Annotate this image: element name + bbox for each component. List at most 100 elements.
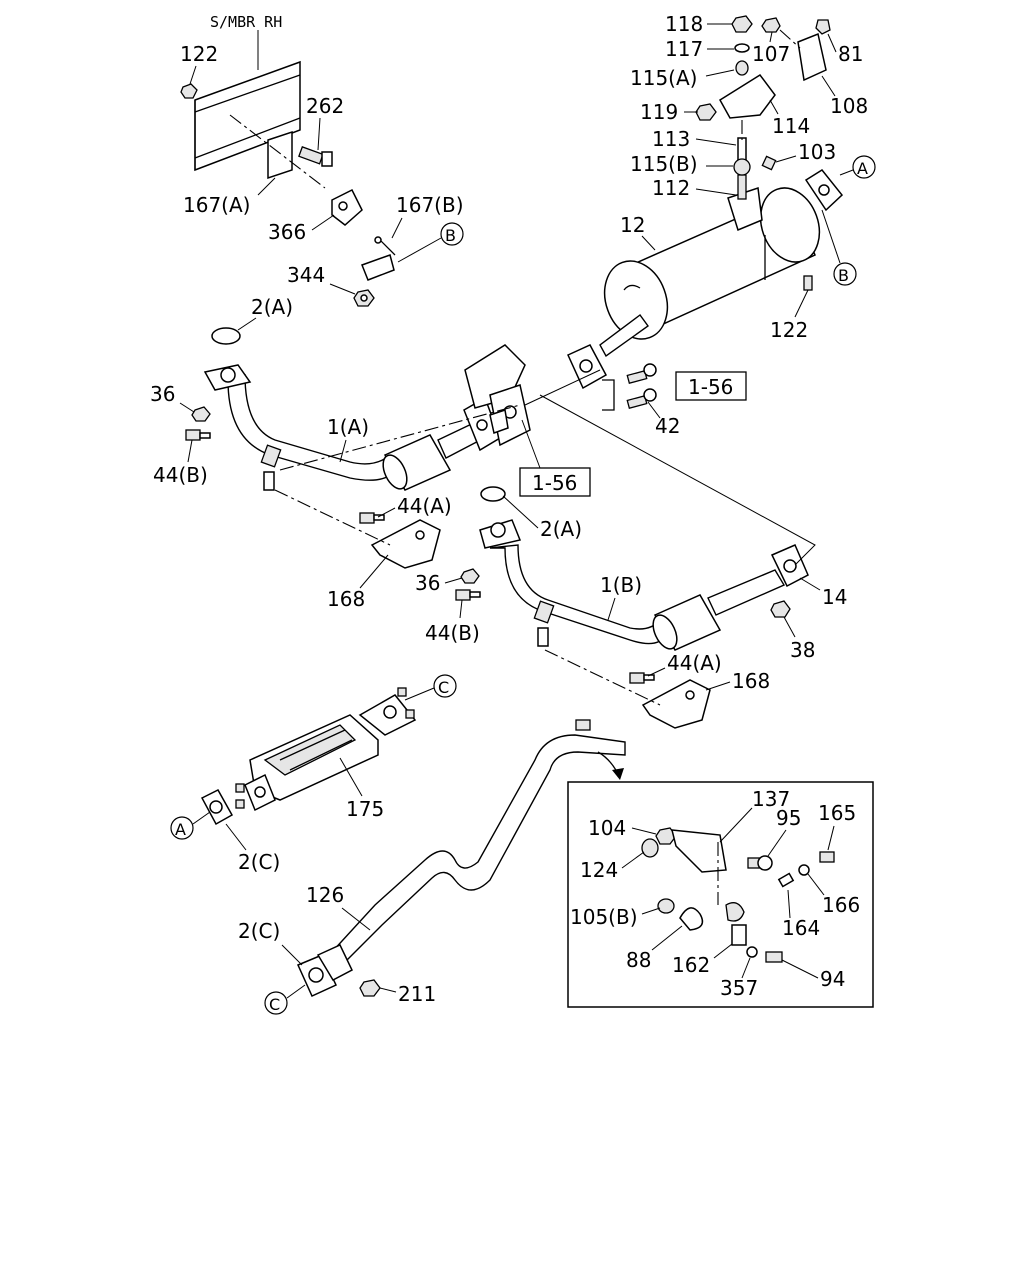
callout-124: 124 — [580, 858, 618, 882]
ref-box-2: 1-56 — [519, 419, 591, 497]
callout-211: 211 — [398, 982, 436, 1006]
detail-box — [567, 781, 874, 1008]
callout-38: 38 — [790, 638, 815, 662]
callout-107: 107 — [752, 42, 790, 66]
callout-112: 112 — [652, 176, 690, 200]
callout-108: 108 — [830, 94, 868, 118]
callout-168-mid: 168 — [732, 669, 770, 693]
callout-165: 165 — [818, 801, 856, 825]
nut-122-top — [180, 83, 198, 99]
svg-text:1-56: 1-56 — [532, 471, 577, 495]
muffler-12 — [567, 174, 821, 390]
svg-text:1-56: 1-56 — [688, 375, 733, 399]
callout-44a-mid: 44(A) — [667, 651, 722, 675]
catalyst-175 — [235, 687, 417, 812]
nut-36-top — [191, 406, 211, 422]
callout-2c-left: 2(C) — [238, 850, 280, 874]
callout-1a: 1(A) — [327, 415, 369, 439]
bolt-44b-top — [185, 429, 211, 441]
callout-1b: 1(B) — [600, 573, 642, 597]
svg-text:C: C — [269, 995, 280, 1014]
callout-2a-mid: 2(A) — [540, 517, 582, 541]
callout-122-right: 122 — [770, 318, 808, 342]
hanger-bracket-167b — [361, 236, 396, 281]
bolt-44b-mid — [455, 589, 481, 601]
bolt-122-right — [803, 275, 813, 291]
callout-44b-top: 44(B) — [153, 463, 208, 487]
callouts: 118 117 107 81 115(A) 108 119 114 113 11… — [150, 12, 868, 1006]
callout-104: 104 — [588, 816, 626, 840]
callout-12: 12 — [620, 213, 645, 237]
nut-36-mid — [460, 568, 480, 584]
callout-36-top: 36 — [150, 382, 175, 406]
callout-167a: 167(A) — [183, 193, 250, 217]
callout-118: 118 — [665, 12, 703, 36]
svg-text:C: C — [438, 678, 449, 697]
circle-ref-c-top: C — [404, 674, 457, 701]
callout-175: 175 — [346, 797, 384, 821]
frame-side-member — [194, 30, 301, 172]
callout-95: 95 — [776, 806, 801, 830]
callout-113: 113 — [652, 127, 690, 151]
nut-344 — [353, 289, 375, 307]
gasket-2c-left — [200, 789, 234, 826]
circle-ref-b-right: B — [821, 209, 857, 286]
circle-ref-a-top: A — [839, 155, 876, 179]
callout-105b: 105(B) — [570, 905, 638, 929]
center-pipe-126 — [296, 719, 626, 997]
callout-115a: 115(A) — [630, 66, 697, 90]
nut-211 — [359, 979, 381, 997]
callout-94: 94 — [820, 967, 845, 991]
svg-text:A: A — [175, 820, 186, 839]
connector-lines — [279, 369, 816, 566]
frame-label: S/MBR RH — [210, 13, 282, 31]
muffler-hanger-hardware — [695, 15, 831, 176]
callout-344: 344 — [287, 263, 325, 287]
callout-164: 164 — [782, 916, 820, 940]
callout-262: 262 — [306, 94, 344, 118]
callout-36-mid: 36 — [415, 571, 440, 595]
detail-arrow-head — [612, 768, 624, 780]
hanger-bracket-167a — [229, 114, 326, 189]
bolt-44a-top — [359, 512, 385, 524]
callout-122-top: 122 — [180, 42, 218, 66]
callout-2a-top: 2(A) — [251, 295, 293, 319]
bracket-168-mid — [544, 649, 711, 729]
front-pipe-1a — [203, 327, 501, 491]
svg-text:B: B — [445, 226, 456, 245]
ref-box-1: 1-56 — [675, 371, 747, 401]
callout-168-top: 168 — [327, 587, 365, 611]
callout-126: 126 — [306, 883, 344, 907]
callout-366: 366 — [268, 220, 306, 244]
bracket-168-top — [274, 489, 441, 569]
bolts-42 — [602, 363, 657, 411]
circle-ref-b-left: B — [397, 222, 464, 263]
rubber-mount-366 — [331, 188, 363, 226]
circle-ref-c-bottom: C — [264, 984, 306, 1015]
callout-88: 88 — [626, 948, 651, 972]
callout-137: 137 — [752, 787, 790, 811]
callout-2c-low: 2(C) — [238, 919, 280, 943]
callout-162: 162 — [672, 953, 710, 977]
callout-103: 103 — [798, 140, 836, 164]
front-pipe-1b — [479, 486, 809, 651]
callout-167b: 167(B) — [396, 193, 464, 217]
callout-81: 81 — [838, 42, 863, 66]
callout-14: 14 — [822, 585, 847, 609]
callout-114: 114 — [772, 114, 810, 138]
circle-ref-a-left: A — [170, 811, 211, 840]
callout-42: 42 — [655, 414, 680, 438]
callout-357: 357 — [720, 976, 758, 1000]
callout-119: 119 — [640, 100, 678, 124]
flange-a-muffler — [804, 169, 844, 212]
callout-44b-mid: 44(B) — [425, 621, 480, 645]
bolt-262 — [298, 146, 333, 167]
svg-text:A: A — [857, 159, 868, 178]
callout-117: 117 — [665, 37, 703, 61]
callout-166: 166 — [822, 893, 860, 917]
callout-115b: 115(B) — [630, 152, 698, 176]
svg-text:B: B — [838, 266, 849, 285]
nut-38 — [770, 600, 791, 618]
callout-44a-top: 44(A) — [397, 494, 452, 518]
